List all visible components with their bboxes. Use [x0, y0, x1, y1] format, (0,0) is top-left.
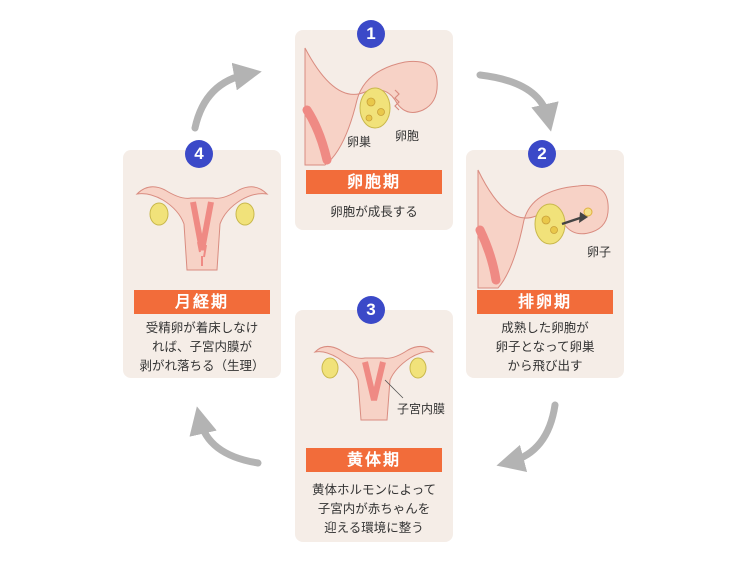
step-card-4: 月経期 受精卵が着床しなけ れば、子宮内膜が 剥がれ落ちる（生理）: [123, 150, 281, 378]
step-card-3: 子宮内膜 黄体期 黄体ホルモンによって 子宮内が赤ちゃんを 迎える環境に整う: [295, 310, 453, 542]
phase-label-ovulation: 排卵期: [477, 290, 613, 314]
phase-label-follicular: 卵胞期: [306, 170, 442, 194]
step-number-3: 3: [357, 296, 385, 324]
ovary-follicle-illustration: [302, 47, 438, 166]
phase-description-follicular: 卵胞が成長する: [330, 204, 418, 219]
phase-label-menstrual: 月経期: [134, 290, 270, 314]
phase-description-luteal: 黄体ホルモンによって 子宮内が赤ちゃんを 迎える環境に整う: [311, 482, 436, 535]
phase-description-menstrual: 受精卵が着床しなけ れば、子宮内膜が 剥がれ落ちる（生理）: [139, 320, 265, 373]
phase-description-ovulation: 成熟した卵胞が 卵子となって卵巣 から飛び出す: [495, 320, 595, 373]
label-endometrium: 子宮内膜: [397, 402, 446, 416]
step-number-4: 4: [185, 140, 213, 168]
step-number-1: 1: [357, 20, 385, 48]
label-egg: 卵子: [587, 245, 612, 259]
step-number-2: 2: [528, 140, 556, 168]
label-ovary: 卵巣: [347, 135, 372, 149]
uterus-menstrual-illustration: [135, 186, 269, 271]
step-card-1: 卵巣 卵胞 卵胞期 卵胞が成長する: [295, 30, 453, 230]
uterus-luteal-illustration: [313, 346, 435, 421]
phase-label-luteal: 黄体期: [306, 448, 442, 472]
label-follicle: 卵胞: [395, 129, 420, 143]
step-card-2: 卵子 排卵期 成熟した卵胞が 卵子となって卵巣 から飛び出す: [466, 150, 624, 378]
ovulation-illustration: [475, 169, 609, 289]
